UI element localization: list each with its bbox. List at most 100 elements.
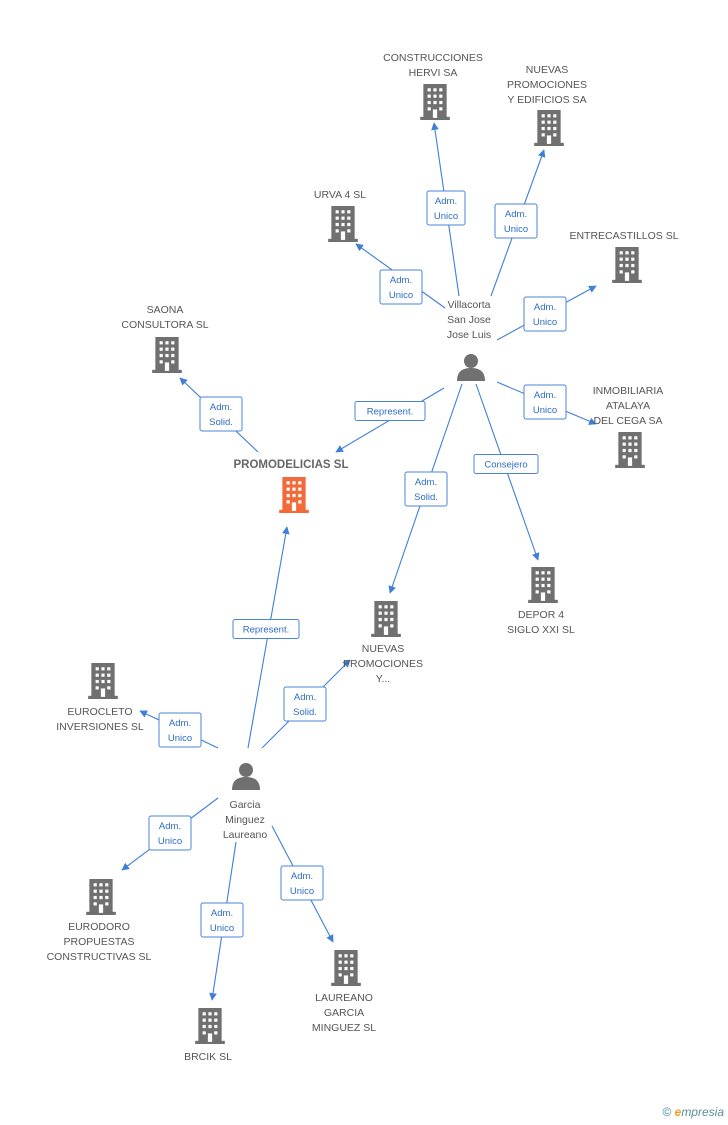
node-promodelicias[interactable]: PROMODELICIAS SL	[233, 459, 349, 513]
building-icon[interactable]	[612, 247, 642, 283]
node-label: EUROCLETO	[67, 706, 132, 718]
node-urva[interactable]: URVA 4 SL	[314, 189, 366, 242]
copyright-symbol: ©	[662, 1105, 672, 1119]
building-icon[interactable]	[152, 337, 182, 373]
edge-entrecastillos[interactable]: Adm.Unico	[496, 285, 597, 341]
edge-nuevas_y[interactable]: Adm.Solid.	[261, 659, 351, 749]
node-nuevas_y[interactable]: NUEVASPROMOCIONESY...	[343, 601, 423, 685]
node-label: CONSULTORA SL	[121, 319, 208, 331]
edge-nuevas_edif[interactable]: Adm.Unico	[490, 149, 546, 297]
node-label: CONSTRUCTIVAS SL	[47, 951, 152, 963]
edge-urva[interactable]: Adm.Unico	[355, 243, 446, 309]
edge-label-box[interactable]	[473, 454, 539, 474]
edge-label: Unico	[158, 836, 182, 847]
node-label: NUEVAS	[362, 643, 404, 655]
edge-label-box[interactable]	[404, 471, 448, 507]
edge-label: Adm.	[435, 196, 457, 207]
node-brcik[interactable]: BRCIK SL	[184, 1008, 232, 1063]
edge-label: Solid.	[414, 492, 438, 503]
node-entrecastillos[interactable]: ENTRECASTILLOS SL	[569, 230, 679, 283]
node-label: Villacorta	[448, 299, 491, 311]
edge-atalaya[interactable]: Adm.Unico	[496, 381, 597, 425]
edge-laureano[interactable]: Adm.Unico	[271, 825, 334, 943]
node-label: MINGUEZ SL	[312, 1022, 376, 1034]
node-label: LAUREANO	[315, 992, 373, 1004]
edge-label-box[interactable]	[354, 401, 426, 421]
node-label: PROMODELICIAS SL	[233, 459, 348, 471]
node-label: PROPUESTAS	[64, 936, 135, 948]
edge-label: Adm.	[390, 275, 412, 286]
building-icon[interactable]	[279, 477, 309, 513]
node-label: DEL CEGA SA	[593, 415, 662, 427]
building-icon[interactable]	[615, 432, 645, 468]
edge-label-box[interactable]	[494, 203, 538, 239]
brand-logo[interactable]: empresia	[675, 1105, 724, 1119]
edge-label-box[interactable]	[283, 686, 327, 722]
node-label: Garcia	[230, 799, 261, 811]
edge-label: Adm.	[159, 821, 181, 832]
edge-promodelicias[interactable]: Represent.	[335, 387, 445, 453]
building-icon[interactable]	[534, 110, 564, 146]
edge-label: Adm.	[211, 908, 233, 919]
building-icon[interactable]	[420, 84, 450, 120]
edge-label: Adm.	[291, 871, 313, 882]
edge-label-box[interactable]	[280, 865, 324, 901]
edge-hervi[interactable]: Adm. Unico	[426, 122, 466, 297]
edge-eurocleto[interactable]: Adm.Unico	[139, 710, 219, 749]
edge-promodelicias[interactable]: Represent.	[232, 526, 300, 749]
brand-initial: e	[674, 1105, 682, 1119]
building-icon[interactable]	[88, 663, 118, 699]
building-icon[interactable]	[328, 206, 358, 242]
edge-label: Represent.	[367, 407, 413, 418]
edge-label-box[interactable]	[158, 712, 202, 748]
edge-depor4[interactable]: Consejero	[473, 383, 540, 561]
edge-saona[interactable]: Adm.Solid.	[179, 377, 259, 453]
edge-eurodoro[interactable]: Adm. Unico	[121, 797, 219, 871]
edge-label-box[interactable]	[200, 902, 244, 938]
building-icon[interactable]	[371, 601, 401, 637]
edge-label-box[interactable]	[232, 619, 300, 639]
building-icon[interactable]	[331, 950, 361, 986]
edge-label: Solid.	[209, 417, 233, 428]
edge-nuevas_y[interactable]: Adm. Solid.	[388, 383, 463, 594]
node-label: Laureano	[223, 829, 268, 841]
node-label: PROMOCIONES	[343, 658, 423, 670]
edge-label-box[interactable]	[148, 815, 192, 851]
edge-label: Adm.	[534, 302, 556, 313]
node-label: DEPOR 4	[518, 609, 564, 621]
edge-label: Unico	[168, 733, 192, 744]
person-icon[interactable]	[232, 763, 260, 790]
building-icon[interactable]	[195, 1008, 225, 1044]
person-icon[interactable]	[457, 354, 485, 381]
edge-label: Unico	[434, 211, 458, 222]
node-label: PROMOCIONES	[507, 79, 587, 91]
node-label: San Jose	[447, 314, 491, 326]
edge-label-box[interactable]	[199, 396, 243, 432]
node-label: CONSTRUCCIONES	[383, 52, 483, 64]
edge-label: Consejero	[484, 460, 527, 471]
edge-label-box[interactable]	[523, 296, 567, 332]
edge-brcik[interactable]: Adm.Unico	[200, 841, 244, 1001]
edge-label-box[interactable]	[426, 190, 466, 226]
edge-label-box[interactable]	[379, 269, 423, 305]
edge-label: Adm.	[415, 477, 437, 488]
building-icon[interactable]	[528, 567, 558, 603]
building-icon[interactable]	[86, 879, 116, 915]
copyright-footer: © empresia	[662, 1105, 724, 1119]
brand-name: mpresia	[681, 1105, 724, 1119]
edge-label: Unico	[533, 405, 557, 416]
edge-label: Represent.	[243, 625, 289, 636]
edge-label-box[interactable]	[523, 384, 567, 420]
